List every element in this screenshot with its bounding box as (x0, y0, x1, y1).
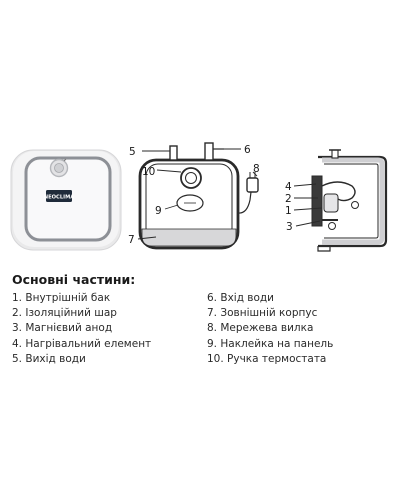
brand-logo-text: NEOCLIMA (44, 195, 75, 201)
leader-4 (293, 183, 317, 187)
part-number: 6. (207, 292, 218, 304)
side-component-dot (351, 201, 359, 209)
side-callout-lines (293, 183, 323, 227)
part-item: 8. Мережева вилка (207, 321, 333, 336)
product-photo: NEOCLIMA (10, 149, 122, 251)
part-number: 1. (12, 292, 23, 304)
parts-list-left: 1. Внутрішній бак 2. Ізоляційний шар 3. … (12, 291, 151, 367)
leader-9 (164, 204, 179, 210)
part-number: 4. (12, 337, 23, 350)
side-top-pipe-1 (331, 149, 339, 159)
part-number: 10. (207, 352, 224, 365)
inner-tank-outline (324, 163, 379, 239)
side-outer-casing (318, 155, 388, 248)
callout-side-4: 4 (285, 181, 292, 193)
callout-side-2: 2 (285, 193, 292, 205)
thermostat-knob-outline (180, 167, 202, 189)
heating-element-body (323, 193, 339, 213)
part-number: 5. (12, 352, 23, 365)
part-name: Нагрівальний елемент (25, 337, 152, 350)
leader-10 (156, 169, 182, 173)
part-item: 1. Внутрішній бак (12, 291, 151, 306)
callout-side-3: 3 (286, 221, 293, 233)
part-number: 9. (207, 337, 218, 350)
callout-side-1: 1 (285, 205, 292, 217)
brand-logo-plate (46, 190, 72, 202)
side-schematic (311, 149, 388, 252)
callout-front-5: 5 (129, 146, 136, 158)
parts-heading: Основні частини: (12, 272, 136, 287)
leader-8 (252, 171, 258, 177)
part-name: Ручка термостата (227, 352, 327, 365)
outer-casing-outline (138, 158, 240, 250)
part-item: 3. Магнієвий анод (12, 321, 151, 336)
part-number: 8. (207, 322, 218, 335)
part-item: 6. Вхід води (207, 291, 333, 306)
leader-1 (293, 207, 323, 211)
heater-front-rim (24, 156, 112, 242)
callout-front-8: 8 (253, 163, 260, 175)
part-item: 4. Нагрівальний елемент (12, 337, 151, 352)
callout-front-9: 9 (155, 205, 162, 217)
part-item: 7. Зовнішній корпус (207, 306, 333, 321)
casing-bottom-band (141, 228, 237, 247)
part-item: 2. Ізоляційний шар (12, 306, 151, 321)
front-flange (311, 175, 323, 227)
part-name: Наклейка на панель (220, 337, 334, 350)
front-callout-lines (137, 148, 258, 240)
power-plug (246, 177, 259, 193)
part-name: Зовнішній корпус (220, 307, 318, 320)
front-schematic (138, 142, 259, 250)
panel-sticker-outline (176, 194, 204, 212)
front-callout-numbers: 5 6 10 8 9 7 (128, 144, 260, 246)
heating-element (321, 181, 356, 202)
figure-area: NEOCLIMA 5 6 10 8 9 (10, 142, 388, 252)
callout-front-6: 6 (244, 144, 251, 156)
water-inlet-pipe (204, 142, 214, 161)
part-name: Вхід води (220, 292, 275, 304)
part-item: 9. Наклейка на панель (207, 337, 333, 352)
part-item: 10. Ручка термостата (207, 352, 333, 367)
leader-3 (295, 220, 321, 227)
part-name: Мережева вилка (220, 322, 314, 335)
part-name: Внутрішній бак (25, 292, 111, 304)
callout-front-10: 10 (142, 166, 155, 178)
side-foot (317, 246, 331, 252)
part-number: 2. (12, 307, 23, 320)
part-name: Ізоляційний шар (25, 307, 117, 320)
leader-7 (137, 236, 157, 240)
thermostat-knob-inner-outline (185, 172, 197, 184)
power-cord (237, 183, 253, 214)
part-number: 7. (207, 307, 218, 320)
side-callout-numbers: 4 2 1 3 (285, 181, 293, 233)
insulation-layer (322, 157, 385, 245)
part-number: 3. (12, 322, 23, 335)
parts-list-right: 6. Вхід води 7. Зовнішній корпус 8. Мере… (207, 291, 333, 367)
anode-cap (328, 222, 336, 230)
part-name: Магнієвий анод (25, 322, 113, 335)
water-outlet-pipe (169, 145, 178, 161)
callout-front-7: 7 (128, 234, 135, 246)
knob-indicator (63, 158, 67, 162)
plug-pins (249, 172, 256, 178)
part-item: 5. Вихід води (12, 352, 151, 367)
diagram-svg: NEOCLIMA 5 6 10 8 9 (10, 142, 388, 252)
thermostat-knob-center (54, 163, 64, 173)
part-name: Вихід води (25, 352, 86, 365)
